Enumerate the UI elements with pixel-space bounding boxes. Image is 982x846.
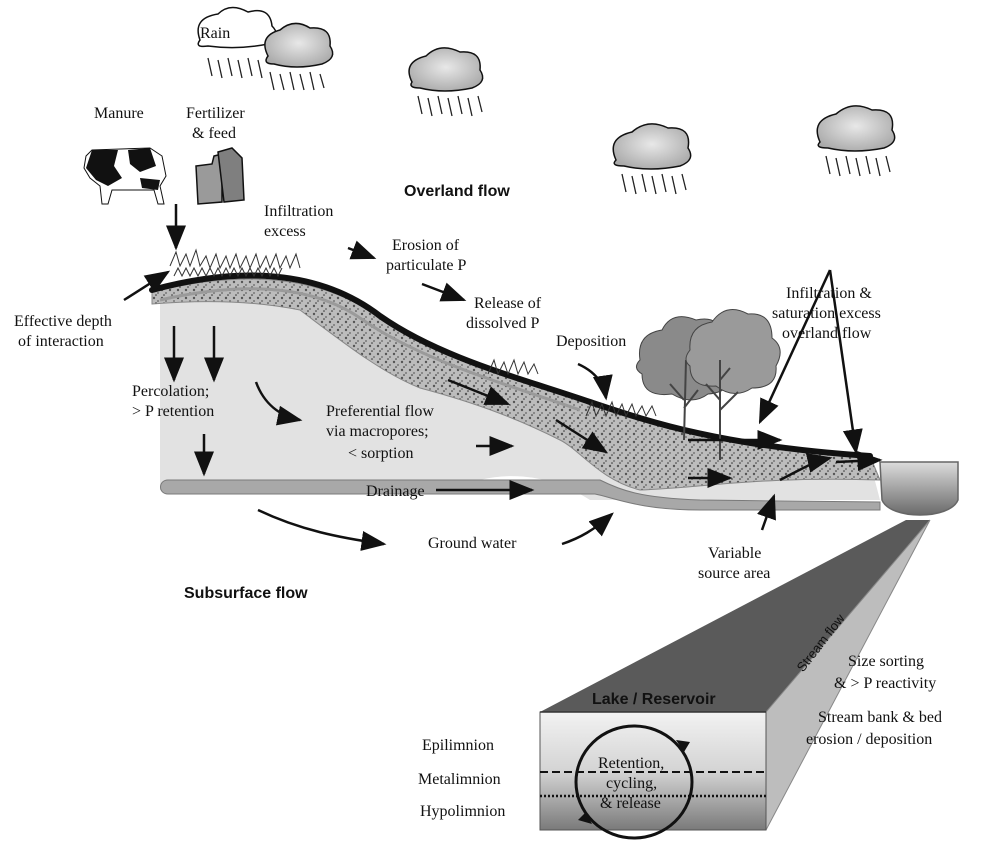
drainage-label: Drainage bbox=[366, 482, 425, 502]
groundwater-label: Ground water bbox=[428, 534, 516, 554]
rain-cloud-icon bbox=[613, 124, 690, 194]
rain-cloud-icon bbox=[817, 106, 894, 176]
crop-plants-icon bbox=[170, 250, 300, 276]
feed-label: & feed bbox=[192, 124, 236, 144]
deposition-label: Deposition bbox=[556, 332, 626, 352]
infiltration-saturation-label-2: saturation excess bbox=[772, 304, 881, 324]
retention-label-2: cycling, bbox=[606, 774, 657, 794]
rain-cloud-icon bbox=[409, 48, 483, 116]
stream-bank-label-1: Stream bank & bed bbox=[818, 708, 942, 728]
hypolimnion-label: Hypolimnion bbox=[420, 802, 505, 822]
subsurface-flow-heading: Subsurface flow bbox=[184, 584, 308, 604]
variable-source-area-label-1: Variable bbox=[708, 544, 761, 564]
size-sorting-label: Size sorting bbox=[848, 652, 924, 672]
stream-channel bbox=[880, 462, 958, 515]
effective-depth-label-2: of interaction bbox=[18, 332, 104, 352]
erosion-label-2: particulate P bbox=[386, 256, 466, 276]
p-reactivity-label: & > P reactivity bbox=[834, 674, 936, 694]
retention-label-1: Retention, bbox=[598, 754, 664, 774]
infiltration-excess-label-1: Infiltration bbox=[264, 202, 333, 222]
epilimnion-label: Epilimnion bbox=[422, 736, 494, 756]
percolation-label-1: Percolation; bbox=[132, 382, 209, 402]
variable-source-area-label-2: source area bbox=[698, 564, 770, 584]
retention-label-3: & release bbox=[600, 794, 661, 814]
lake-reservoir-label: Lake / Reservoir bbox=[592, 690, 716, 710]
infiltration-excess-label-2: excess bbox=[264, 222, 306, 242]
stream-bank-label-2: erosion / deposition bbox=[806, 730, 932, 750]
infiltration-saturation-label-1: Infiltration & bbox=[786, 284, 872, 304]
preferential-flow-label-3: < sorption bbox=[348, 444, 413, 464]
preferential-flow-label-1: Preferential flow bbox=[326, 402, 434, 422]
release-label-1: Release of bbox=[474, 294, 541, 314]
fertilizer-bag-icon bbox=[196, 148, 244, 204]
rain-cloud-icon bbox=[198, 7, 333, 90]
fertilizer-label: Fertilizer bbox=[186, 104, 245, 124]
manure-label: Manure bbox=[94, 104, 144, 124]
metalimnion-label: Metalimnion bbox=[418, 770, 501, 790]
rain-label: Rain bbox=[200, 24, 230, 44]
cow-icon bbox=[84, 148, 166, 204]
release-label-2: dissolved P bbox=[466, 314, 539, 334]
preferential-flow-label-2: via macropores; bbox=[326, 422, 429, 442]
erosion-label-1: Erosion of bbox=[392, 236, 459, 256]
effective-depth-label-1: Effective depth bbox=[14, 312, 112, 332]
percolation-label-2: > P retention bbox=[132, 402, 214, 422]
overland-flow-heading: Overland flow bbox=[404, 182, 510, 202]
infiltration-saturation-label-3: overland flow bbox=[782, 324, 871, 344]
